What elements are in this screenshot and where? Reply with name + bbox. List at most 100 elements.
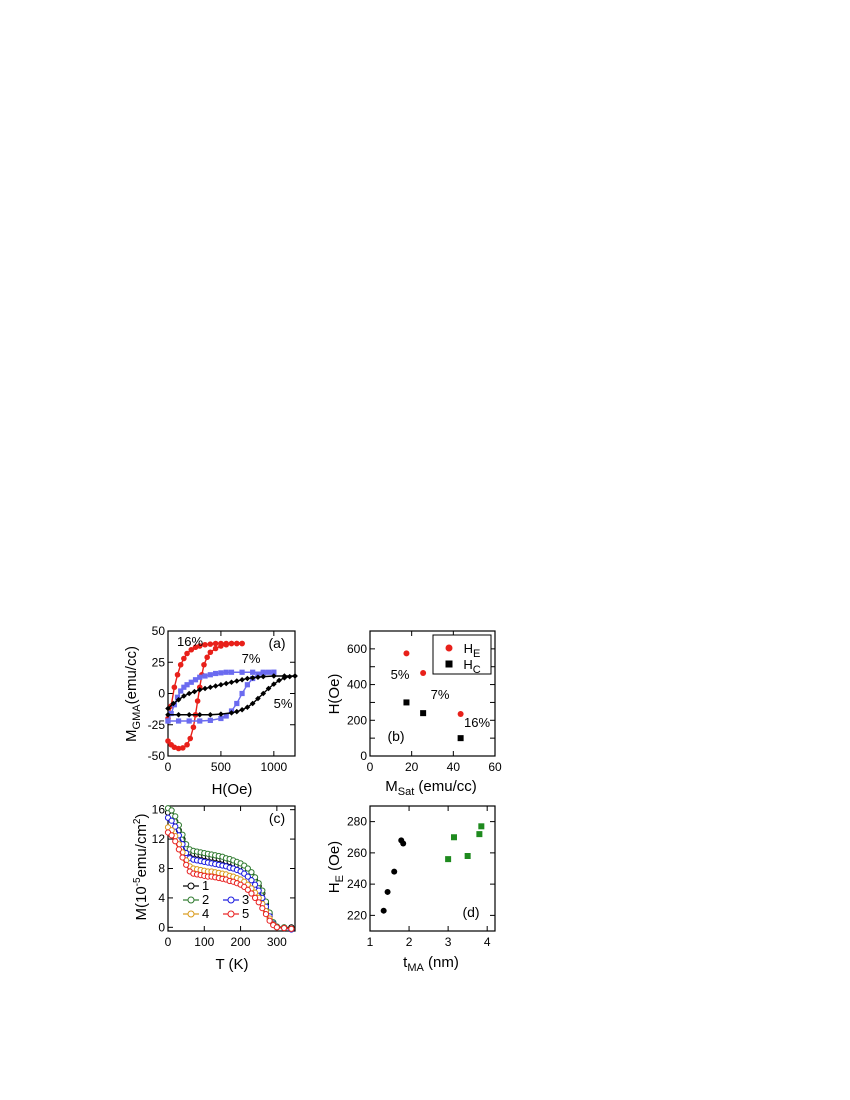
c-data-point <box>168 832 175 839</box>
c-data-point <box>248 869 255 876</box>
a-data-point <box>255 674 261 681</box>
a-data-point <box>174 671 181 678</box>
c-y-tick-label: 0 <box>158 920 165 934</box>
a-y-axis-title: MGMA(emu/cc) <box>123 646 143 742</box>
d-x-axis-title: tMA (nm) <box>403 954 459 974</box>
a-data-point <box>244 682 250 688</box>
a-data-point <box>181 693 187 699</box>
a-annotation-7pct: 7% <box>242 651 261 666</box>
a-data-point <box>186 718 192 724</box>
a-data-point <box>213 670 219 677</box>
c-data-point <box>168 807 175 814</box>
a-data-point <box>239 669 245 675</box>
a-data-point <box>223 669 229 675</box>
a-data-point <box>249 700 256 707</box>
a-data-point <box>239 676 245 683</box>
b-data-point-HE <box>420 669 427 676</box>
a-data-point <box>218 643 224 649</box>
a-annotation-16pct: 16% <box>177 634 203 649</box>
d-data-point <box>384 888 391 895</box>
a-data-point <box>178 688 184 694</box>
a-data-point <box>202 673 208 679</box>
d-data-point <box>380 907 387 914</box>
c-data-point <box>262 910 270 918</box>
a-data-point <box>192 677 199 683</box>
a-panel-label: (a) <box>268 635 285 651</box>
a-data-point <box>196 711 203 718</box>
a-data-point <box>292 673 298 679</box>
c-panel-label: (c) <box>269 810 285 826</box>
b-annotation-5pct: 5% <box>391 667 410 682</box>
a-data-point <box>197 674 203 680</box>
a-data-point <box>197 718 203 724</box>
c-data-point <box>248 890 255 897</box>
c-legend-marker <box>227 896 235 904</box>
b-y-axis-title: H(Oe) <box>326 674 343 715</box>
d-y-tick-label: 220 <box>347 908 367 922</box>
b-legend-label: HE <box>464 641 481 660</box>
d-data-point <box>464 853 471 859</box>
c-legend-label: 4 <box>202 906 209 921</box>
c-legend-label: 3 <box>242 892 249 907</box>
b-y-tick-label: 600 <box>347 642 367 656</box>
b-annotation-16pct: 16% <box>464 715 490 730</box>
a-data-point <box>207 684 214 691</box>
a-data-point <box>212 640 219 647</box>
c-data-point <box>251 881 259 888</box>
d-panel-label: (d) <box>462 904 479 920</box>
d-data-point <box>476 831 483 838</box>
a-data-point <box>177 661 184 668</box>
a-data-point <box>187 735 194 742</box>
c-data-point <box>251 894 259 902</box>
b-legend-label: HC <box>463 657 480 676</box>
a-data-point <box>228 669 235 675</box>
a-data-point <box>244 675 251 682</box>
a-data-point <box>184 741 190 748</box>
a-data-point <box>186 690 192 697</box>
d-y-tick-label: 280 <box>347 815 367 829</box>
a-data-point <box>271 673 277 679</box>
a-data-point <box>184 682 190 688</box>
a-data-point <box>175 745 182 752</box>
c-legend-label: 2 <box>202 892 209 907</box>
a-data-point <box>228 679 235 686</box>
c-x-tick-label: 300 <box>267 935 287 949</box>
a-data-point <box>218 715 224 722</box>
b-data-point-HE <box>403 650 410 657</box>
a-data-point <box>228 710 235 716</box>
a-data-point <box>188 646 195 653</box>
a-data-point <box>181 655 187 662</box>
b-x-tick-label: 20 <box>405 760 419 774</box>
a-data-point <box>207 672 213 678</box>
c-x-tick-label: 0 <box>165 935 172 949</box>
a-data-point <box>175 696 182 703</box>
a-data-point <box>165 718 171 724</box>
a-x-tick-label: 500 <box>211 760 231 774</box>
a-data-point <box>207 649 214 656</box>
a-x-tick-label: 0 <box>165 760 172 774</box>
a-data-point <box>201 661 207 668</box>
a-data-point <box>223 680 230 687</box>
a-y-tick-label: 50 <box>152 624 166 638</box>
b-legend-marker <box>445 660 453 668</box>
c-data-point <box>259 905 266 912</box>
d-data-point <box>478 823 485 830</box>
a-data-point <box>255 695 261 702</box>
a-data-point <box>207 717 213 723</box>
a-data-point <box>191 688 198 695</box>
c-legend-label: 5 <box>242 906 249 921</box>
c-y-tick-label: 16 <box>152 803 166 817</box>
a-series-line-7% <box>168 671 274 722</box>
a-y-tick-label: -25 <box>148 718 166 732</box>
b-plot-frame <box>369 630 496 757</box>
a-data-point <box>165 738 171 744</box>
a-data-point <box>239 690 245 697</box>
d-y-axis-title: HE (Oe) <box>326 841 346 893</box>
c-legend-marker <box>187 882 195 890</box>
d-plot-frame <box>369 805 496 932</box>
